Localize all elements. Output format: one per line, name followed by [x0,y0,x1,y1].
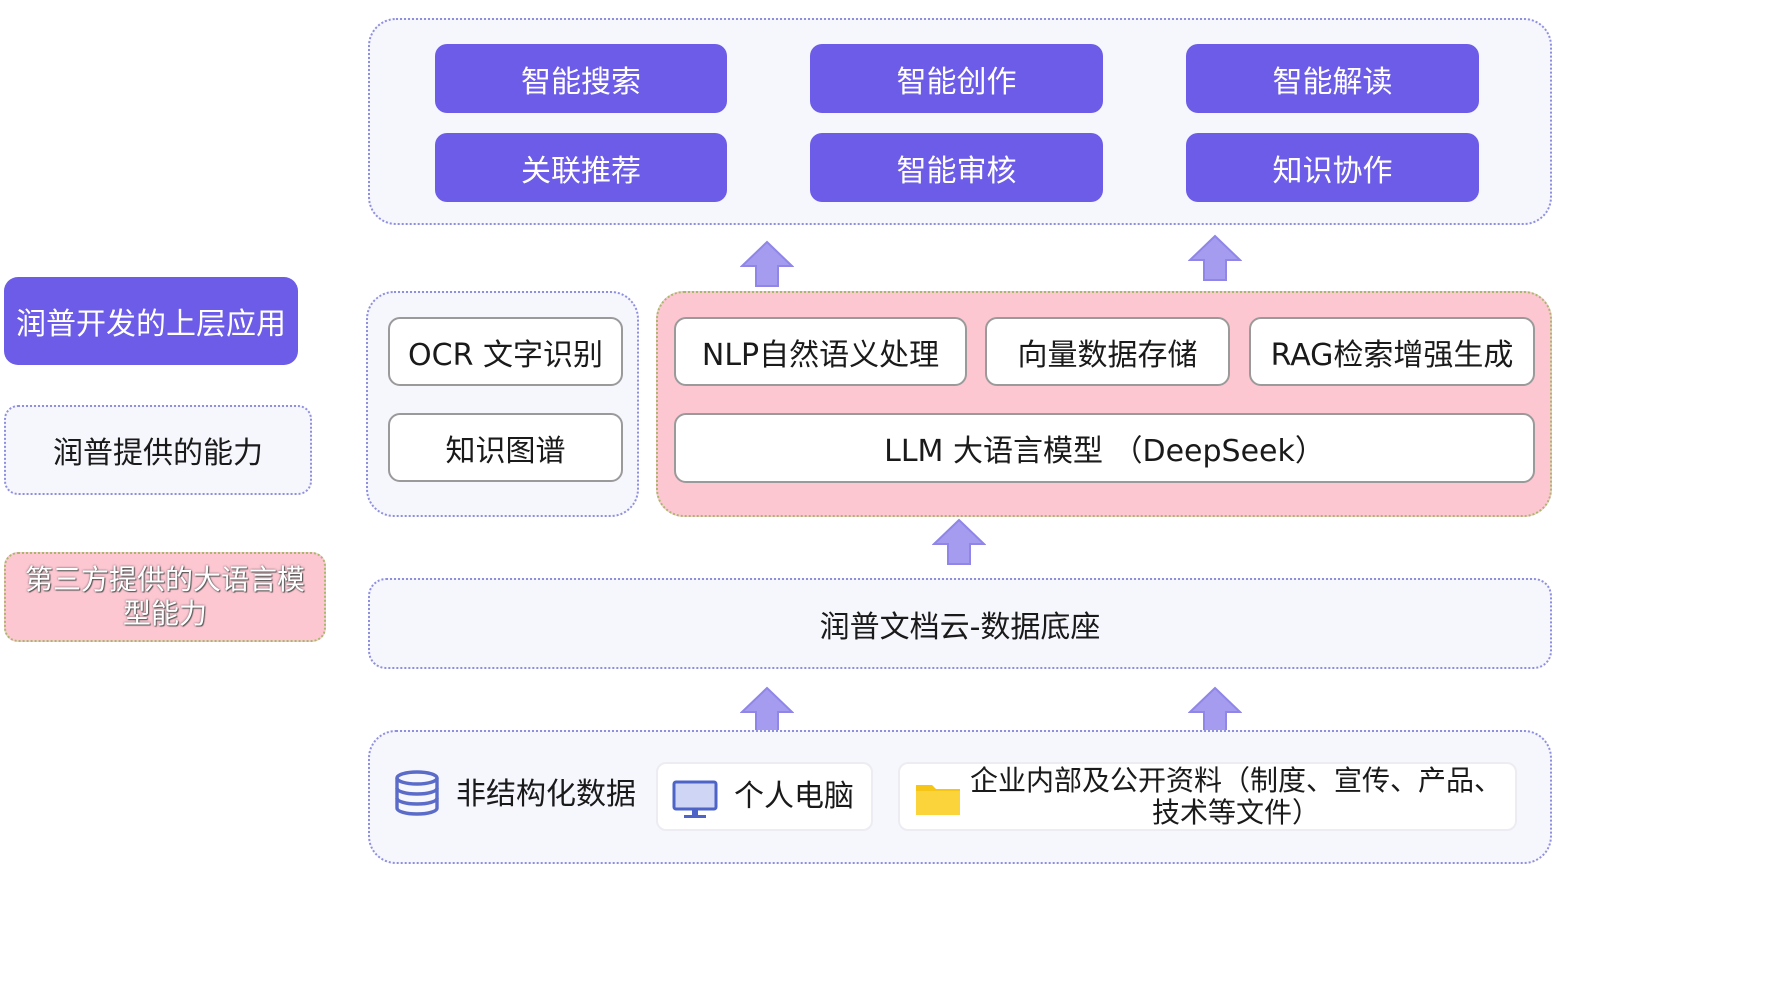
up-arrow-icon [740,686,794,733]
app-smart-search-label: 智能搜索 [521,64,641,100]
capability-vector-storage-label: 向量数据存储 [1017,337,1198,373]
source-enterprise[interactable]: 企业内部及公开资料（制度、宣传、产品、技术等文件） [898,762,1517,831]
legend-runpu-capabilities-label: 润普提供的能力 [53,436,263,471]
app-smart-interpretation[interactable]: 智能解读 [1186,44,1479,113]
data-base-layer: 润普文档云-数据底座 [368,578,1552,669]
app-knowledge-collaboration-label: 知识协作 [1272,153,1393,189]
app-smart-review-label: 智能审核 [896,153,1017,189]
legend-third-party-llm: 第三方提供的大语言模型能力 [4,552,326,642]
legend-upper-apps-label: 润普开发的上层应用 [16,307,286,342]
app-related-recommendation-label: 关联推荐 [521,153,641,189]
source-pc[interactable]: 个人电脑 [656,762,873,831]
app-knowledge-collaboration[interactable]: 知识协作 [1186,133,1479,202]
app-smart-search[interactable]: 智能搜索 [435,44,727,113]
up-arrow-icon [1188,686,1242,733]
legend-third-party-llm-label: 第三方提供的大语言模型能力 [24,563,305,630]
data-base-label: 润普文档云-数据底座 [819,609,1101,645]
capability-ocr-label: OCR 文字识别 [408,337,603,373]
app-smart-review[interactable]: 智能审核 [810,133,1103,202]
capability-llm-model[interactable]: LLM 大语言模型 （DeepSeek） [674,413,1535,483]
capability-ocr[interactable]: OCR 文字识别 [388,317,623,386]
app-smart-creation-label: 智能创作 [896,64,1017,100]
up-arrow-icon [740,240,794,287]
capability-nlp[interactable]: NLP自然语义处理 [674,317,967,386]
app-smart-interpretation-label: 智能解读 [1272,64,1393,100]
capability-vector-storage[interactable]: 向量数据存储 [985,317,1230,386]
capability-nlp-label: NLP自然语义处理 [701,337,940,373]
source-pc-label: 个人电脑 [734,779,854,814]
capability-rag-label: RAG检索增强生成 [1270,337,1514,373]
up-arrow-icon [932,518,986,565]
source-enterprise-label: 企业内部及公开资料（制度、宣传、产品、技术等文件） [969,763,1502,829]
source-pc-text: 个人电脑 [734,777,864,817]
capability-knowledge-graph-label: 知识图谱 [445,433,566,469]
up-arrow-icon [1188,234,1242,281]
source-unstructured: 非结构化数据 [456,775,636,815]
legend-upper-apps: 润普开发的上层应用 [4,277,298,365]
folder-icon [916,785,960,815]
capability-llm-model-label: LLM 大语言模型 （DeepSeek） [884,434,1325,469]
app-related-recommendation[interactable]: 关联推荐 [435,133,727,202]
monitor-icon [672,780,718,818]
capability-knowledge-graph[interactable]: 知识图谱 [388,413,623,482]
legend-runpu-capabilities: 润普提供的能力 [4,405,312,495]
source-unstructured-label: 非结构化数据 [456,777,636,812]
app-smart-creation[interactable]: 智能创作 [810,44,1103,113]
database-icon [395,770,439,816]
capability-rag[interactable]: RAG检索增强生成 [1249,317,1535,386]
source-enterprise-text: 企业内部及公开资料（制度、宣传、产品、技术等文件） [966,764,1506,829]
